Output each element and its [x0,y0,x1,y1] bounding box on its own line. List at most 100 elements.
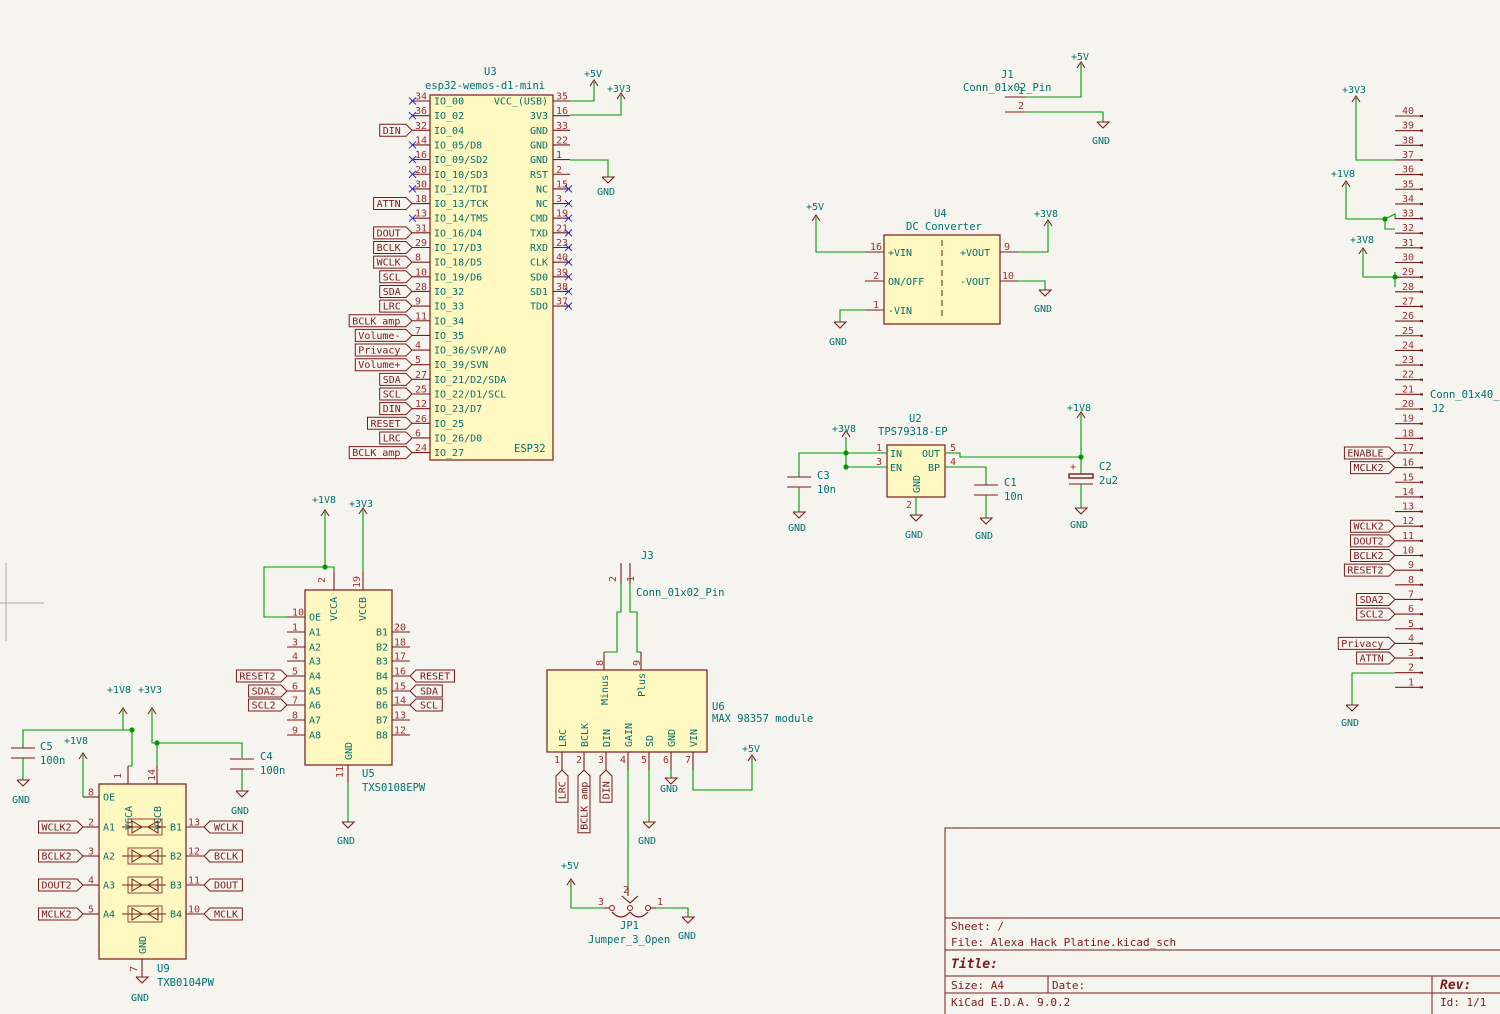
u3-net-label-text: SDA [383,375,401,386]
u3-net-label[interactable]: SDA [379,284,413,298]
u9-buffer-box [127,905,163,923]
jp1-num2: 2 [623,885,629,896]
j3-pin2: 2 [608,576,619,582]
c1-ref: C1 [1004,477,1017,489]
u2-gnd-label: GND [905,530,923,541]
u9-left-pin-name: OE [103,793,115,804]
u3-esp32-symbol[interactable]: U3 esp32-wemos-d1-mini ESP32 IO_0034IO_0… [348,66,573,461]
u9-net-label[interactable]: BCLK [203,849,243,863]
u9-right-pin-name: B3 [170,881,182,892]
j2-net-label[interactable]: ENABLE [1343,446,1396,460]
j2-pin-tip [1420,173,1423,176]
cursor-crosshair [0,563,44,641]
j2-net-label[interactable]: SCL2 [1356,607,1396,621]
u3-net-label[interactable]: Volume- [354,328,413,342]
u4-dc-converter[interactable]: U4 DC Converter +VIN ON/OFF -VIN +VOUT -… [806,202,1058,348]
u3-no-connect-flag [408,170,417,179]
u3-net-label[interactable]: LRC [379,431,413,445]
title-file: File: Alexa Hack Platine.kicad_sch [951,936,1176,949]
c3-capacitor[interactable]: C3 10n GND [787,467,836,534]
u3-left-pin-name: IO_13/TCK [434,199,488,210]
j2-net-label-shape [1350,534,1396,548]
u9-level-shifter[interactable]: U9 TXB0104PW VCCA VCCB GND 1 14 7 +1V8 +… [22,685,243,1004]
u3-net-label[interactable]: WCLK [373,255,413,269]
u9-net-label[interactable]: MCLK2 [38,907,84,921]
u9-net-label[interactable]: DOUT2 [38,878,84,892]
jp1-jumper[interactable]: 3 2 1 JP1 Jumper_3_Open +5V GND [561,861,696,946]
u3-net-label[interactable]: SCL [379,387,413,401]
u9-net-label[interactable]: WCLK [203,820,243,834]
u6-body [546,669,708,753]
j2-net-label[interactable]: ATTN [1356,651,1396,665]
u6-net-label[interactable]: LRC [555,769,569,803]
j1-connector[interactable]: J1 Conn_01x02_Pin 1 2 +5V GND [963,52,1111,147]
j2-net-label[interactable]: DOUT2 [1350,534,1396,548]
u5-net-label[interactable]: RESET [409,669,455,683]
u3-net-label[interactable]: BCLK [373,241,413,255]
u3-left-pin-num: 5 [415,355,421,366]
u3-left-pin-name: IO_23/D7 [434,404,482,415]
j2-ref: J2 [1432,403,1445,415]
u5-left-pin-name: A4 [309,672,321,683]
u3-3v3-label: +3V3 [607,84,631,95]
u6-net-label[interactable]: BCLK_amp [577,769,591,834]
u3-net-label-text: BCLK [377,243,401,254]
u9-net-label[interactable]: WCLK2 [38,820,84,834]
u3-left-pin-num: 11 [415,311,427,322]
c1-capacitor[interactable]: C1 10n GND [974,477,1023,542]
u5-left-pin-num: 8 [292,711,298,722]
u5-level-shifter[interactable]: U5 TXS0108EPW VCCA VCCB GND 2 19 11 +1V8… [235,495,455,847]
j2-net-label[interactable]: BCLK2 [1350,549,1396,563]
u3-net-label[interactable]: Privacy [354,343,413,357]
j2-pin-num: 33 [1402,209,1414,220]
u5-net-label[interactable]: SCL [409,698,443,712]
u3-net-label-shape [354,343,413,357]
u2-ldo[interactable]: U2 TPS79318-EP IN EN OUT BP GND 1 3 5 4 … [798,403,1091,541]
j2-pin-num: 34 [1402,194,1414,205]
u6-amplifier[interactable]: U6 MAX 98357 module Minus Plus 8 9 LRC1B… [546,652,813,834]
u4-num1: 1 [873,300,879,311]
j2-net-label[interactable]: SDA2 [1356,592,1396,606]
u3-net-label[interactable]: LRC [379,299,413,313]
j2-connector[interactable]: Conn_01x40_Pin J2 +3V3 +1V8 +3V8 GND 403… [1331,85,1500,729]
u3-net-label[interactable]: BCLK_amp [348,314,413,328]
u3-left-pin-name: IO_18/D5 [434,258,482,269]
u3-left-pin-name: IO_00 [434,97,464,108]
j3-connector[interactable]: J3 Conn_01x02_Pin 2 1 [604,550,725,653]
j2-net-label[interactable]: MCLK2 [1350,461,1396,475]
u3-net-label[interactable]: SDA [379,372,413,386]
u6-net-label[interactable]: DIN [599,769,613,803]
u3-net-label[interactable]: ATTN [373,197,413,211]
u9-net-label[interactable]: DOUT [203,878,243,892]
u9-net-label[interactable]: BCLK2 [38,849,84,863]
c4-capacitor[interactable]: C4 100n GND [230,751,285,817]
u3-net-label[interactable]: RESET [367,416,413,430]
u5-net-label[interactable]: RESET2 [235,669,288,683]
u3-net-label[interactable]: DOUT [373,226,413,240]
u9-gnd-label: GND [131,993,149,1004]
j2-net-label[interactable]: RESET2 [1343,563,1396,577]
u3-right-pin-num: 21 [556,223,568,234]
u5-net-label[interactable]: SDA2 [248,684,288,698]
u5-net-label[interactable]: SDA [409,684,443,698]
j2-net-label[interactable]: WCLK2 [1350,519,1396,533]
u3-wiring [570,82,622,177]
jp1-num1: 1 [657,897,663,908]
c5-capacitor[interactable]: C5 100n GND [11,741,65,806]
u3-net-label[interactable]: DIN [379,402,413,416]
j2-net-label-text: ENABLE [1347,448,1383,459]
u3-net-label[interactable]: Volume+ [354,358,413,372]
u3-left-pin-num: 4 [415,341,421,352]
u3-net-label[interactable]: DIN [379,123,413,137]
j2-net-label[interactable]: Privacy [1337,636,1396,650]
u5-net-label[interactable]: SCL2 [248,698,288,712]
u3-net-label[interactable]: BCLK_amp [348,446,413,460]
u3-net-label[interactable]: SCL [379,270,413,284]
u9-buffer-rev [147,820,159,834]
u9-net-label[interactable]: MCLK [203,907,243,921]
u5-1v8-label: +1V8 [312,495,336,506]
j2-pin-num: 17 [1402,443,1414,454]
c2-capacitor[interactable]: + C2 2u2 GND [1068,457,1118,531]
u9-net-label-shape [38,820,84,834]
